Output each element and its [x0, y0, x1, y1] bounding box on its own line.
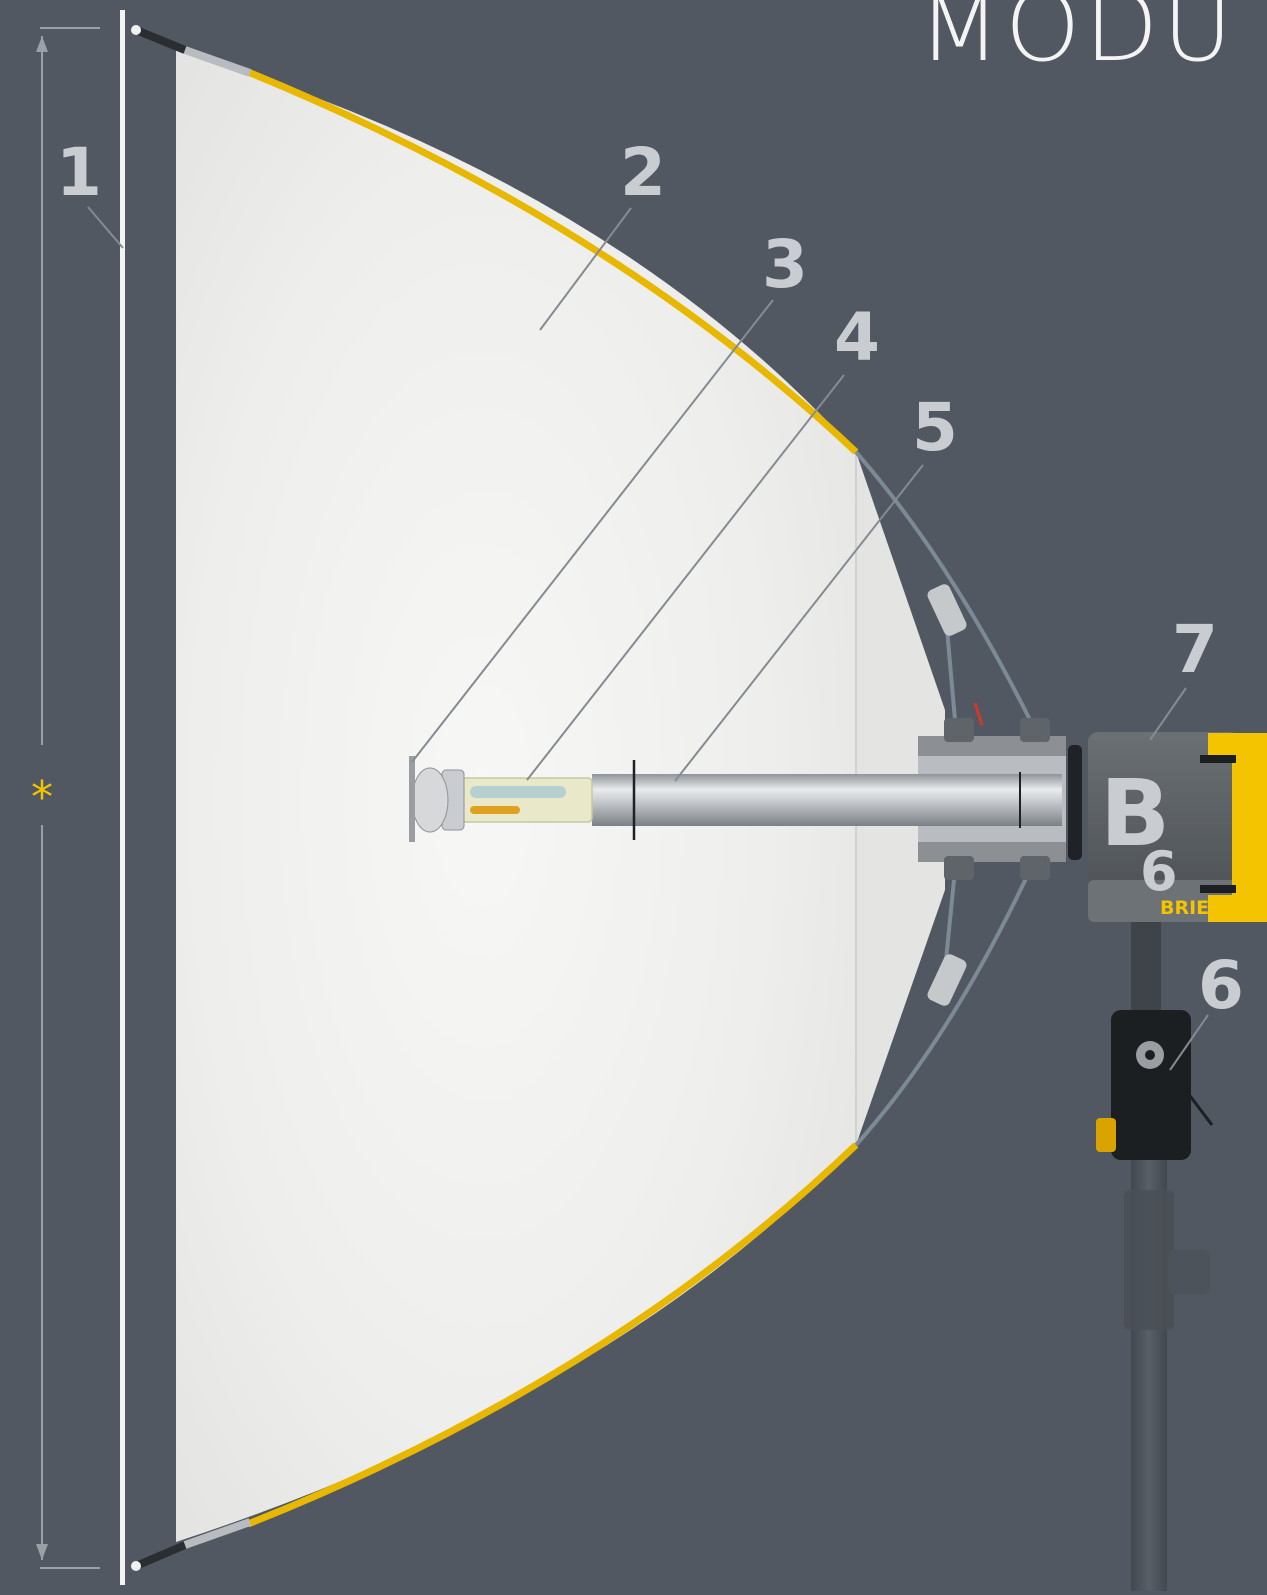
- focus-tube: [592, 774, 1062, 826]
- callout-4: 4: [834, 299, 880, 376]
- dimension-symbol: *: [31, 772, 53, 823]
- reflector-rim-bottom: [246, 1142, 859, 1528]
- callout-7: 7: [1172, 611, 1218, 688]
- lamp-assembly: [409, 756, 593, 842]
- leader-lines: [87, 206, 1209, 1071]
- callout-1: 1: [56, 134, 102, 211]
- rod-tip-bottom: [131, 1518, 252, 1571]
- stand-adapter: [1096, 1010, 1214, 1160]
- callout-5: 5: [912, 389, 958, 466]
- head-badge-letter: B: [1100, 760, 1170, 867]
- front-diffuser-edge: [120, 10, 125, 1585]
- callout-2: 2: [620, 134, 666, 211]
- light-stand: [1124, 920, 1210, 1591]
- dimension-line: *: [31, 27, 100, 1569]
- callout-6: 6: [1198, 947, 1244, 1024]
- callout-3: 3: [762, 226, 808, 303]
- rod-clamps: [927, 584, 967, 1006]
- rod-tip-top: [131, 25, 252, 77]
- head-badge-number: 6: [1140, 840, 1178, 903]
- product-title: MODU: [918, 0, 1237, 83]
- reflector-rim-top: [246, 68, 859, 455]
- lamp-head: B 6 BRIESE: [1068, 732, 1267, 922]
- brand-label: BRIESE: [1160, 897, 1236, 919]
